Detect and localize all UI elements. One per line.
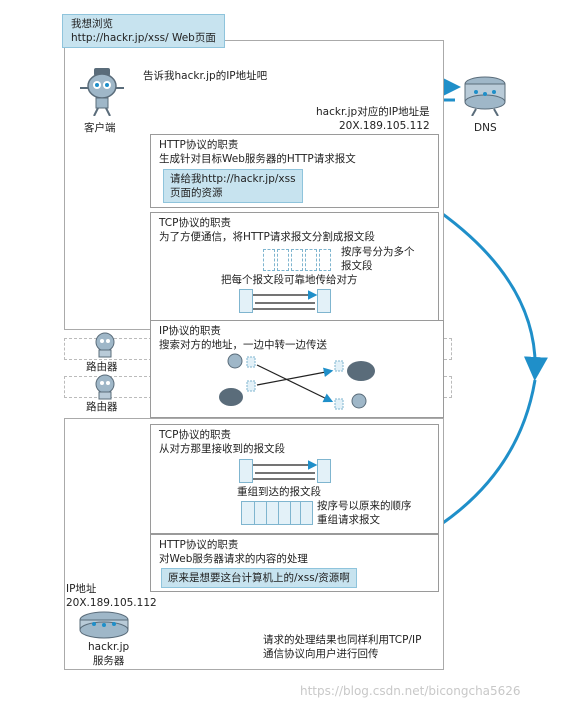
request-return-curve	[439, 379, 537, 527]
watermark: https://blog.csdn.net/bicongcha5626	[300, 684, 521, 698]
segment	[305, 249, 317, 271]
segment	[291, 249, 303, 271]
tcp-client-layer: TCP协议的职责 为了方便通信，将HTTP请求报文分割成报文段 按序号分为多个 …	[150, 212, 439, 322]
router-label: 路由器	[86, 401, 118, 413]
http-client-title: HTTP协议的职责	[159, 139, 239, 151]
segment-stack	[317, 289, 331, 313]
reassembled-segments	[241, 501, 313, 525]
send-arrows	[253, 290, 318, 310]
reply-ip-message: hackr.jp对应的IP地址是 20X.189.105.112	[316, 106, 430, 132]
client-robot-icon	[80, 68, 124, 116]
tcp-server-title: TCP协议的职责	[159, 429, 231, 441]
tcp-server-desc: 从对方那里接收到的报文段	[159, 443, 285, 455]
http-server-title: HTTP协议的职责	[159, 539, 239, 551]
segment-stack	[239, 459, 253, 483]
ip-layer: IP协议的职责 搜索对方的地址，一边中转一边传送	[150, 320, 444, 418]
ip-title: IP协议的职责	[159, 325, 221, 337]
tcp-client-title: TCP协议的职责	[159, 217, 231, 229]
split-note: 按序号分为多个 报文段	[341, 246, 415, 272]
dns-label: DNS	[474, 122, 497, 134]
router-label: 路由器	[86, 361, 118, 373]
client-label: 客户端	[84, 122, 116, 134]
resource-realize: 原来是想要这台计算机上的/xss/资源啊	[161, 568, 357, 588]
segment	[263, 249, 275, 271]
request-main-curve	[429, 203, 548, 381]
http-client-desc: 生成针对目标Web服务器的HTTP请求报文	[159, 153, 356, 165]
http-request-message: 请给我http://hackr.jp/xss 页面的资源	[163, 169, 303, 203]
order-note: 按序号以原来的顺序 重组请求报文	[317, 500, 412, 526]
server-icon	[78, 610, 130, 640]
http-client-layer: HTTP协议的职责 生成针对目标Web服务器的HTTP请求报文 请给我http:…	[150, 134, 439, 208]
browse-callout: 我想浏览 http://hackr.jp/xss/ Web页面	[62, 14, 225, 48]
ip-routing-diagram	[219, 353, 375, 410]
tcp-client-desc: 为了方便通信，将HTTP请求报文分割成报文段	[159, 231, 375, 243]
server-ip-info: IP地址 20X.189.105.112	[66, 583, 157, 609]
segment-stack	[239, 289, 253, 313]
tcp-server-layer: TCP协议的职责 从对方那里接收到的报文段 重组到达的报文段 按序号以原来的顺序…	[150, 424, 439, 534]
receive-arrows	[253, 460, 318, 480]
http-server-layer: HTTP协议的职责 对Web服务器请求的内容的处理 原来是想要这台计算机上的/x…	[150, 534, 439, 592]
reassemble-note: 重组到达的报文段	[237, 486, 321, 498]
segment	[277, 249, 289, 271]
send-note: 把每个报文段可靠地传给对方	[221, 274, 358, 286]
router-icon	[94, 374, 116, 400]
http-server-desc: 对Web服务器请求的内容的处理	[159, 553, 308, 565]
response-note: 请求的处理结果也同样利用TCP/IP 通信协议向用户进行回传	[256, 630, 429, 664]
dns-server-icon	[458, 76, 512, 116]
segment	[319, 249, 331, 271]
ask-ip-message: 告诉我hackr.jp的IP地址吧	[143, 70, 268, 82]
segment-stack	[317, 459, 331, 483]
server-name: hackr.jp 服务器	[88, 641, 130, 667]
router-icon	[94, 332, 116, 358]
ip-desc: 搜索对方的地址，一边中转一边传送	[159, 339, 327, 351]
